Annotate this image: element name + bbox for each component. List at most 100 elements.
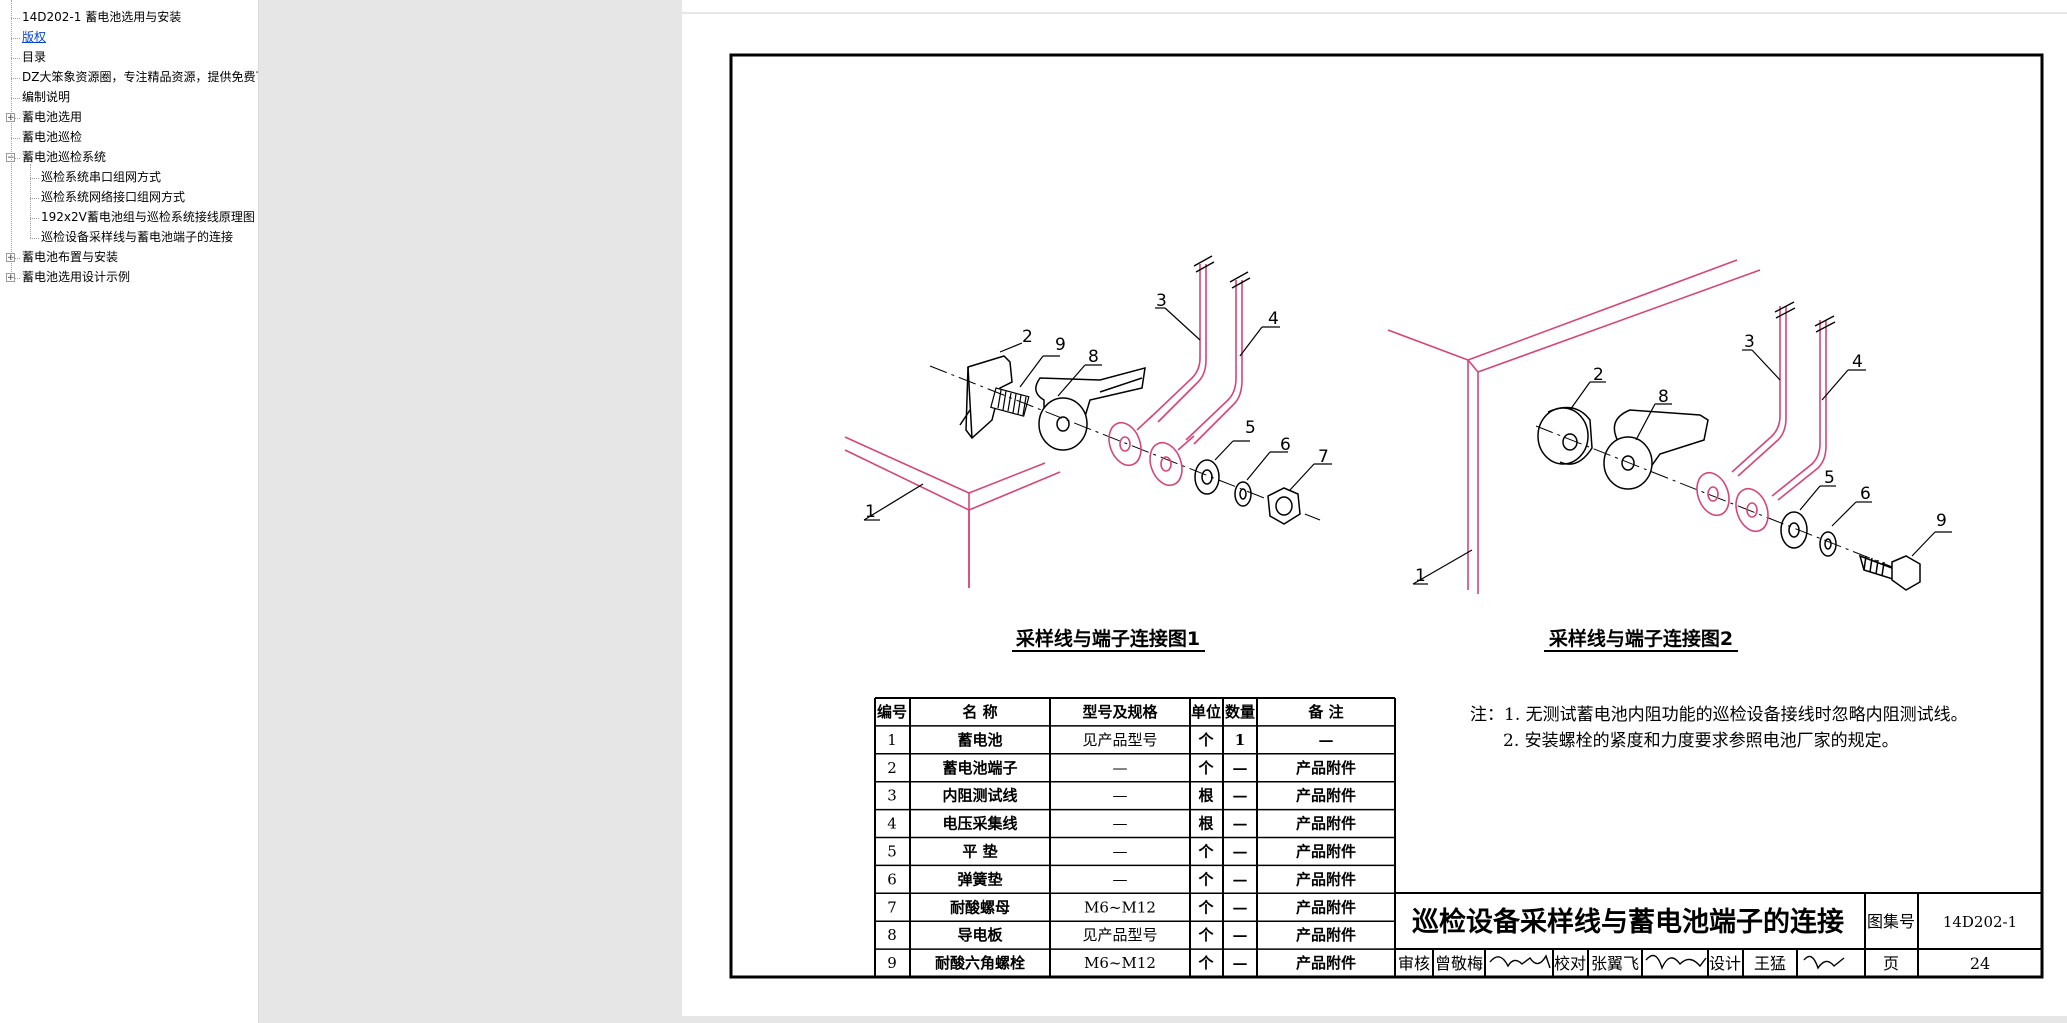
fig2-caption: 采样线与端子连接图2	[1549, 627, 1733, 650]
bookmark-item[interactable]: DZ大笨象资源圈，专注精品资源，提供免费下	[22, 70, 259, 84]
expand-icon[interactable]: +	[6, 253, 15, 263]
bookmark-item[interactable]: 版权	[22, 30, 47, 44]
table-cell: 9	[887, 954, 897, 972]
tree-connector	[11, 18, 20, 19]
fig2-callout: 4	[1852, 352, 1863, 372]
bookmark-item[interactable]: 14D202-1 蓄电池选用与安装	[22, 10, 182, 24]
tree-connector	[11, 0, 12, 278]
fig1-callouts: 1 2 3 4 5 6 7 8 9	[865, 291, 1329, 522]
bookmark-item[interactable]: 蓄电池选用设计示例	[22, 270, 131, 284]
tree-connector	[11, 78, 20, 79]
drawing-sheet: 1 2 3 4 5 6 7 8 9 采样线与端子连接图1	[729, 53, 2044, 979]
fig1-callout: 5	[1245, 418, 1256, 438]
bookmark-item[interactable]: 蓄电池布置与安装	[22, 250, 119, 264]
expand-icon[interactable]: +	[6, 273, 15, 283]
bookmark-item[interactable]: 巡检系统网络接口组网方式	[41, 190, 186, 204]
fig2-wires	[1696, 306, 1827, 533]
drawing-frame	[729, 53, 2044, 979]
table-cell: 导电板	[957, 926, 1003, 944]
fig2-callout: 6	[1860, 484, 1871, 504]
table-cell: 平 垫	[962, 843, 997, 861]
designer-name: 王猛	[1754, 954, 1786, 973]
table-cell: 蓄电池	[957, 731, 1002, 749]
table-header: 编号	[877, 703, 907, 721]
table-cell: 产品附件	[1296, 759, 1356, 777]
table-cell: 耐酸六角螺栓	[935, 954, 1025, 972]
table-cell: 产品附件	[1296, 787, 1356, 805]
fig1-callout: 3	[1156, 291, 1167, 311]
tree-connector	[11, 278, 20, 279]
bookmark-item[interactable]: 目录	[22, 50, 47, 64]
tree-connector	[30, 178, 39, 179]
notes: 注：1. 无测试蓄电池内阻功能的巡检设备接线时忽略内阻测试线。 2. 安装螺栓的…	[1470, 705, 1968, 751]
note-2: 2. 安装螺栓的紧度和力度要求参照电池厂家的规定。	[1503, 731, 1899, 751]
table-cell: —	[1233, 843, 1248, 861]
fig1-callout: 1	[865, 502, 876, 522]
table-cell: 1	[1235, 731, 1245, 749]
bookmark-item[interactable]: 编制说明	[22, 90, 71, 104]
table-cell: 5	[887, 843, 897, 861]
tree-connector	[30, 218, 39, 219]
table-cell: 产品附件	[1296, 843, 1356, 861]
bookmark-item[interactable]: 蓄电池选用	[22, 110, 83, 124]
bookmark-item[interactable]: 蓄电池巡检系统	[22, 150, 107, 164]
tree-connector	[11, 158, 20, 159]
table-header: 名 称	[962, 703, 997, 721]
table-cell: 电压采集线	[942, 815, 1017, 833]
figure-2: 1 2 3 4 5 6 8 9 采样线与端子连接图2	[1387, 259, 1952, 652]
reviewer-name: 曾敬梅	[1435, 954, 1483, 973]
sheet-title: 巡检设备采样线与蓄电池端子的连接	[1412, 906, 1844, 938]
tree-connector	[11, 38, 20, 39]
table-cell: 1	[887, 731, 897, 749]
table-cell: —	[1233, 954, 1248, 972]
table-cell: 弹簧垫	[957, 870, 1002, 888]
bookmark-item[interactable]: 巡检系统串口组网方式	[41, 170, 162, 184]
table-cell: 个	[1197, 843, 1214, 861]
table-cell: —	[1233, 787, 1248, 805]
table-cell: —	[1233, 898, 1248, 916]
table-cell: 产品附件	[1296, 898, 1356, 916]
collapse-icon[interactable]: −	[6, 153, 15, 163]
fig1-callout: 6	[1280, 435, 1291, 455]
table-cell: 产品附件	[1296, 870, 1356, 888]
table-cell: —	[1113, 787, 1128, 805]
fig2-terminal	[1537, 406, 1593, 465]
fig2-callout: 8	[1658, 387, 1669, 407]
table-header: 数量	[1225, 703, 1255, 721]
tree-connector	[11, 138, 20, 139]
table-cell: 个	[1197, 731, 1214, 749]
table-cell: 产品附件	[1296, 926, 1356, 944]
document-page: 1 2 3 4 5 6 7 8 9 采样线与端子连接图1	[682, 14, 2067, 1016]
fig1-terminal	[959, 355, 1030, 440]
note-1: 注：1. 无测试蓄电池内阻功能的巡检设备接线时忽略内阻测试线。	[1470, 705, 1968, 725]
fig2-callout: 3	[1744, 332, 1755, 352]
bookmark-item[interactable]: 巡检设备采样线与蓄电池端子的连接	[41, 230, 234, 244]
page-number: 24	[1970, 954, 1990, 973]
title-block: 巡检设备采样线与蓄电池端子的连接 图集号 14D202-1 审核 曾敬梅 校对 …	[1395, 892, 2042, 977]
bookmark-item[interactable]: 蓄电池巡检	[22, 130, 83, 144]
table-cell: —	[1233, 870, 1248, 888]
expand-icon[interactable]: +	[6, 113, 15, 123]
table-cell: —	[1233, 926, 1248, 944]
table-cell: 个	[1197, 898, 1214, 916]
table-cell: —	[1233, 815, 1248, 833]
table-cell: 个	[1197, 759, 1214, 777]
tree-connector	[11, 258, 20, 259]
signature-marks	[1489, 954, 1845, 971]
bookmark-item[interactable]: 192x2V蓄电池组与巡检系统接线原理图	[41, 210, 255, 224]
table-cell: —	[1113, 870, 1128, 888]
fig2-hardware	[1780, 511, 1921, 591]
previous-page-edge	[682, 0, 2067, 12]
fig1-callout: 9	[1055, 335, 1066, 355]
fig2-battery-outline	[1387, 259, 1761, 594]
table-cell: 内阻测试线	[942, 787, 1017, 805]
table-cell: 蓄电池端子	[942, 759, 1017, 777]
page-label: 页	[1883, 954, 1899, 973]
fig2-callouts: 1 2 3 4 5 6 8 9	[1415, 332, 1947, 586]
design-label: 设计	[1709, 954, 1741, 973]
fig1-callout: 8	[1088, 347, 1099, 367]
reviewer-signature	[1489, 954, 1551, 969]
table-cell: 个	[1197, 870, 1214, 888]
tree-connector	[11, 118, 20, 119]
